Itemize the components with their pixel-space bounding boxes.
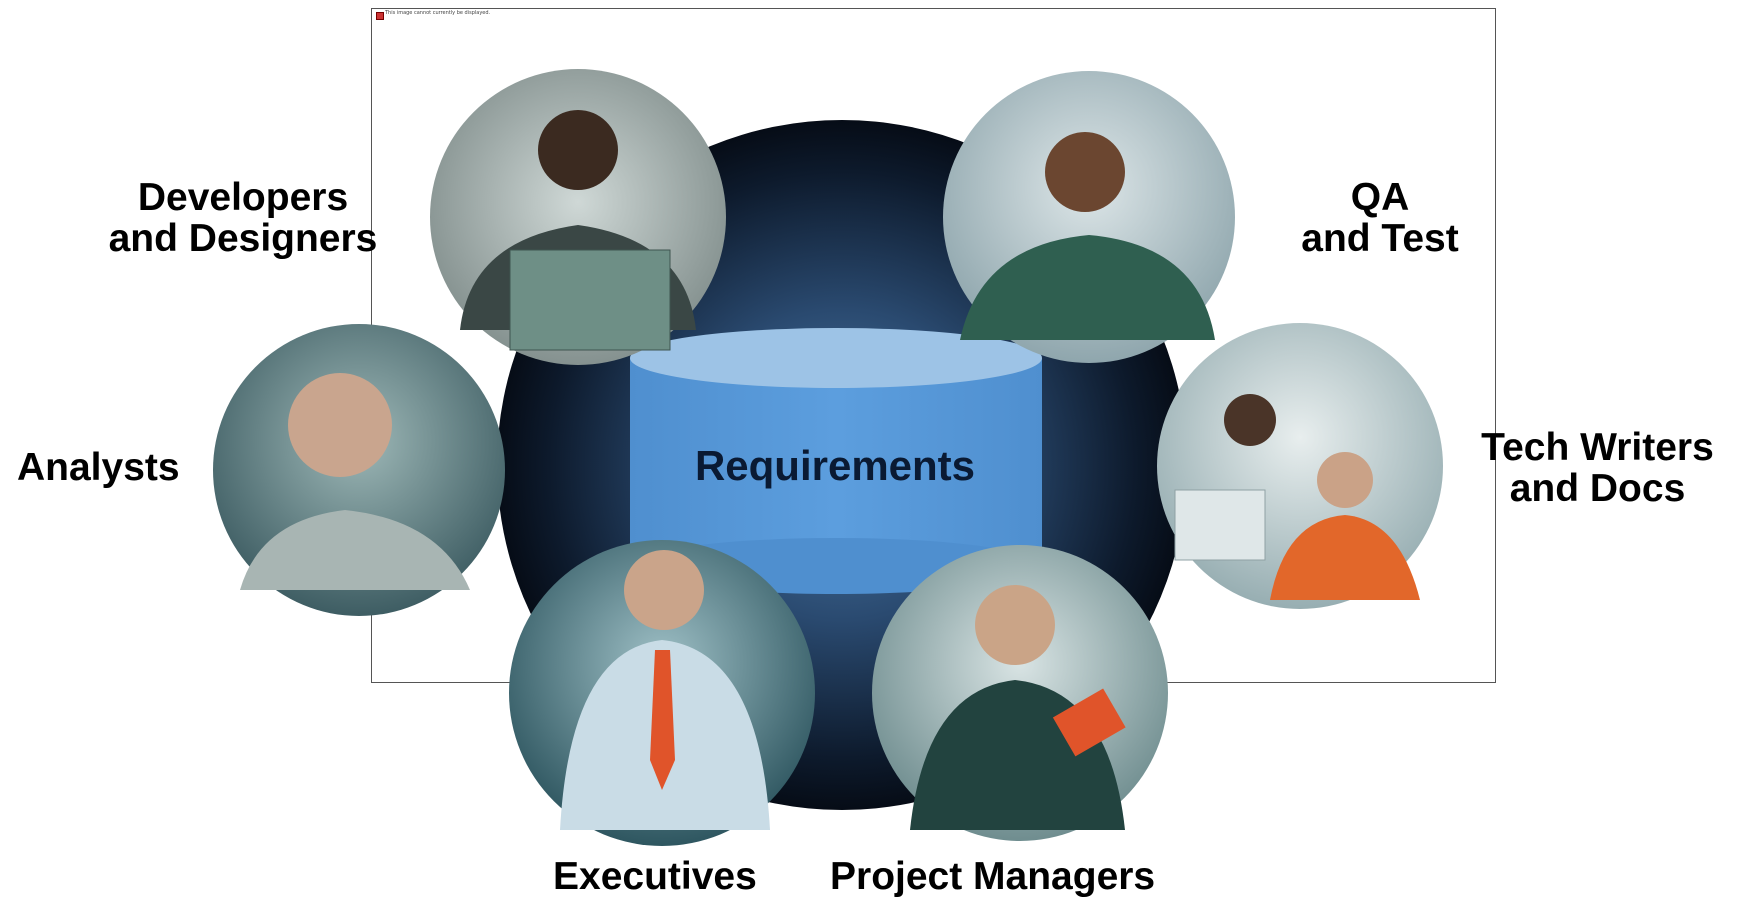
label-developers-line2: and Designers [108,217,378,260]
label-analysts: Analysts [17,447,180,488]
tech-writers-photo [1157,323,1443,609]
label-tech-writers-line1: Tech Writers [1481,426,1714,469]
broken-image-icon [376,12,384,20]
qa-photo [943,71,1235,363]
label-executives: Executives [553,856,757,897]
label-analysts-line1: Analysts [17,446,180,489]
label-tech-writers: Tech Writers and Docs [1470,427,1725,509]
requirements-cylinder [630,328,1042,594]
label-qa-line1: QA [1350,176,1410,219]
executives-photo [509,540,815,846]
broken-image-text: This image cannot currently be displayed… [385,10,491,16]
label-project-managers-line1: Project Managers [830,855,1156,898]
developers-photo [430,69,726,365]
label-developers-line1: Developers [137,176,349,219]
label-developers: Developers and Designers [93,177,393,259]
label-qa-line2: and Test [1301,217,1459,260]
label-project-managers: Project Managers [830,856,1155,897]
label-qa: QA and Test [1280,177,1480,259]
requirements-label: Requirements [694,442,976,489]
project-managers-photo [872,545,1168,841]
analysts-photo [213,324,505,616]
label-executives-line1: Executives [553,855,757,898]
label-tech-writers-line2: and Docs [1509,467,1686,510]
